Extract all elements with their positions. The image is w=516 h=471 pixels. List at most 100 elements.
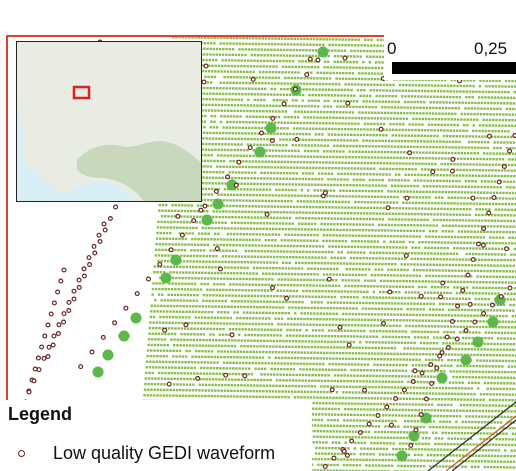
gedi-footprint [369, 89, 372, 92]
gedi-footprint [364, 77, 367, 81]
gedi-footprint [337, 251, 340, 254]
gedi-footprint [450, 241, 453, 244]
gedi-footprint [448, 230, 451, 233]
gedi-footprint [336, 217, 340, 220]
gedi-footprint [399, 117, 402, 120]
gedi-footprint [386, 201, 389, 204]
gedi-footprint [301, 105, 304, 108]
gedi-footprint [373, 161, 376, 165]
gedi-footprint [465, 286, 469, 289]
gedi-footprint [480, 230, 483, 233]
gedi-footprint [245, 37, 248, 40]
gedi-footprint [299, 166, 302, 169]
gedi-footprint [483, 191, 486, 194]
gedi-footprint [224, 266, 227, 269]
gedi-footprint [318, 43, 322, 46]
gedi-footprint [204, 109, 207, 112]
gedi-footprint [239, 76, 242, 79]
gedi-footprint [510, 124, 514, 127]
gedi-footprint [225, 87, 228, 90]
gedi-footprint [474, 140, 477, 144]
gedi-footprint [426, 95, 430, 98]
gedi-footprint [239, 193, 242, 197]
gedi-footprint [479, 157, 482, 161]
gedi-footprint [509, 298, 513, 301]
gedi-footprint [404, 296, 407, 300]
gedi-footprint [432, 185, 435, 188]
gedi-footprint [376, 117, 380, 120]
gedi-footprint [207, 232, 210, 235]
gedi-footprint [360, 245, 363, 249]
gedi-footprint [267, 82, 270, 85]
gedi-footprint [306, 155, 309, 158]
gedi-footprint [335, 200, 338, 203]
gedi-footprint [427, 280, 431, 283]
gedi-footprint [323, 183, 326, 187]
gedi-footprint [499, 152, 502, 155]
gedi-footprint [408, 128, 411, 132]
gedi-footprint [463, 112, 467, 116]
gedi-footprint [417, 212, 420, 216]
gedi-footprint [255, 194, 258, 197]
gedi-footprint [216, 36, 220, 39]
gedi-footprint [456, 202, 459, 205]
gedi-footprint [433, 213, 436, 216]
gedi-footprint [194, 237, 197, 241]
gedi-footprint [264, 82, 267, 85]
gedi-footprint [375, 173, 378, 176]
gedi-footprint [431, 117, 434, 121]
gedi-footprint [375, 178, 378, 182]
gedi-footprint [512, 180, 516, 183]
gedi-footprint [348, 228, 352, 232]
gedi-footprint [222, 159, 226, 163]
gedi-footprint [290, 121, 293, 124]
gedi-footprint [445, 101, 448, 104]
gedi-footprint [460, 196, 463, 200]
gedi-footprint [513, 96, 516, 99]
gedi-footprint [376, 83, 379, 86]
gedi-footprint [362, 94, 366, 97]
gedi-footprint [282, 261, 285, 264]
gedi-footprint [292, 172, 295, 175]
gedi-footprint [362, 100, 365, 103]
gedi-footprint [377, 150, 380, 154]
gedi-footprint [512, 270, 515, 273]
gedi-footprint [480, 101, 484, 105]
gedi-footprint [395, 207, 398, 210]
gedi-footprint [295, 54, 298, 57]
gedi-footprint [238, 204, 241, 208]
gedi-footprint [285, 177, 288, 180]
gedi-footprint [500, 174, 503, 178]
gedi-footprint [387, 111, 390, 115]
gedi-footprint [245, 160, 248, 163]
gedi-footprint [243, 59, 247, 62]
gedi-footprint [437, 246, 440, 250]
gedi-footprint [179, 265, 182, 269]
gedi-footprint [190, 282, 194, 286]
gedi-footprint [220, 70, 223, 73]
gedi-footprint [202, 92, 206, 95]
gedi-footprint [163, 265, 166, 268]
gedi-footprint [249, 65, 253, 68]
gedi-footprint [396, 117, 399, 120]
gedi-footprint [431, 190, 435, 194]
gedi-footprint [366, 212, 369, 215]
gedi-footprint [308, 49, 312, 52]
gedi-footprint [258, 160, 261, 163]
gedi-footprint [372, 296, 375, 299]
gedi-footprint [337, 284, 341, 288]
gedi-footprint [170, 220, 173, 224]
gedi-footprint [214, 70, 217, 73]
gedi-footprint [353, 284, 357, 288]
gedi-footprint [363, 240, 367, 243]
gedi-footprint [230, 148, 233, 152]
gedi-footprint [263, 171, 266, 175]
gedi-footprint [310, 105, 313, 108]
gedi-footprint [232, 126, 235, 129]
gedi-footprint [184, 243, 187, 246]
gedi-footprint [389, 162, 392, 165]
gedi-footprint [348, 234, 351, 237]
gedi-footprint [275, 104, 278, 107]
gedi-footprint [478, 292, 481, 295]
